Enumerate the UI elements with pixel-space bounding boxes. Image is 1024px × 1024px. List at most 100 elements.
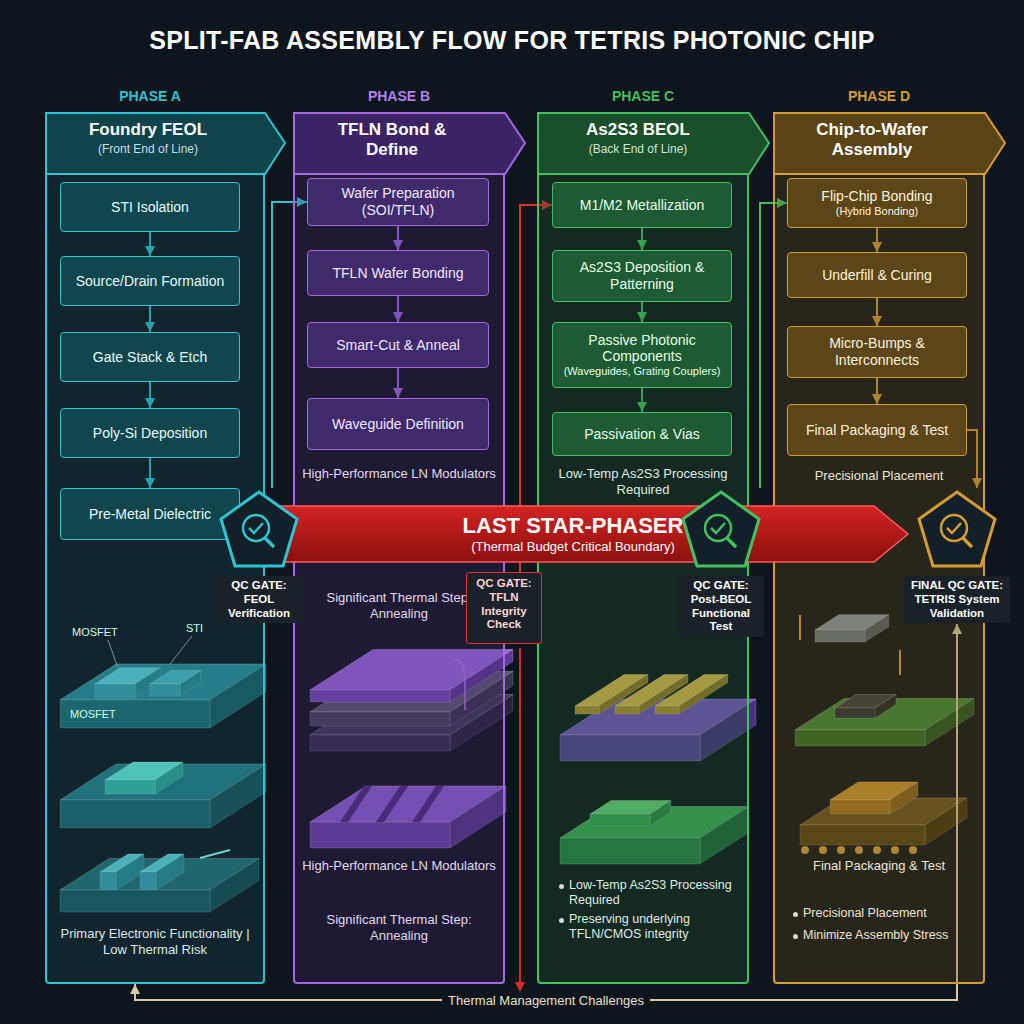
box-content: Passivation & Vias — [559, 426, 725, 443]
gate-label: FINAL QC GATE: TETRIS System Validation — [904, 576, 1010, 623]
phase-heading: Foundry FEOL — [58, 120, 238, 140]
qc-gate: QC GATE: Post-BEOL Functional Test — [678, 488, 764, 638]
phase-note: Final Packaging & Test — [779, 858, 979, 874]
phase-heading: TFLN Bond & Define — [312, 120, 472, 161]
box-content: Passive Photonic Components(Waveguides, … — [559, 332, 725, 379]
process-box: Passive Photonic Components(Waveguides, … — [552, 322, 732, 388]
phase-note: Precisional Placement — [779, 468, 979, 484]
phase-note: Significant Thermal Step: Annealing — [299, 912, 499, 943]
step-label: Waveguide Definition — [332, 416, 464, 433]
phase-note: Minimize Assembly Stress — [791, 928, 989, 943]
step-label: As2S3 Deposition & Patterning — [559, 259, 725, 293]
process-box: Micro-Bumps & Interconnects — [787, 326, 967, 378]
part-label: MOSFET — [72, 626, 118, 638]
process-box: Smart-Cut & Anneal — [307, 322, 489, 368]
box-content: Underfill & Curing — [794, 267, 960, 284]
magnifier-handle — [963, 538, 972, 547]
qc-gate: QC GATE: FEOL Verification — [214, 488, 304, 624]
band-content: LAST STAR-PHASER(Thermal Budget Critical… — [268, 502, 908, 566]
gate-label: QC GATE: Post-BEOL Functional Test — [678, 576, 764, 637]
box-content: Pre-Metal Dielectric — [67, 506, 233, 523]
process-box: Wafer Preparation (SOI/TFLN) — [307, 178, 489, 226]
phase-label: PHASE B — [299, 88, 499, 105]
boundary-drop-head — [515, 982, 525, 992]
step-label: Micro-Bumps & Interconnects — [794, 335, 960, 369]
phase-label: PHASE D — [779, 88, 979, 105]
phase-note: High-Performance LN Modulators — [299, 466, 499, 482]
box-content: Flip-Chip Bonding(Hybrid Bonding) — [794, 188, 960, 218]
step-label: STI Isolation — [111, 199, 189, 216]
pentagon-outline — [683, 492, 759, 566]
phase-heading: As2S3 BEOL — [553, 120, 723, 140]
gate-label: QC GATE: TFLN Integrity Check — [471, 577, 537, 632]
phase-heading: Chip-to-Wafer Assembly — [792, 120, 952, 161]
band-title: LAST STAR-PHASER — [463, 513, 684, 539]
step-sublabel: (Hybrid Bonding) — [836, 205, 919, 218]
boundary-drop-line — [519, 648, 521, 990]
process-box: STI Isolation — [60, 182, 240, 232]
phase-label: PHASE C — [543, 88, 743, 105]
process-box: Passivation & Vias — [552, 412, 732, 456]
pentagon-outline — [221, 492, 297, 566]
step-label: Source/Drain Formation — [76, 273, 225, 290]
process-box: Underfill & Curing — [787, 252, 967, 298]
process-box: As2S3 Deposition & Patterning — [552, 250, 732, 302]
part-label: STI — [186, 622, 203, 634]
phase-note: Precisional Placement — [791, 906, 989, 921]
box-content: Micro-Bumps & Interconnects — [794, 335, 960, 369]
process-box: Gate Stack & Etch — [60, 332, 240, 382]
diagram-title: SPLIT-FAB ASSEMBLY FLOW FOR TETRIS PHOTO… — [0, 26, 1024, 55]
phase-note: High-Performance LN Modulators — [299, 858, 499, 874]
step-label: M1/M2 Metallization — [580, 197, 705, 214]
part-label: MOSFET — [70, 708, 116, 720]
step-label: Underfill & Curing — [822, 267, 932, 284]
magnifier-lens — [243, 515, 269, 541]
box-content: Wafer Preparation (SOI/TFLN) — [314, 185, 482, 219]
step-label: Wafer Preparation (SOI/TFLN) — [314, 185, 482, 219]
step-label: Passive Photonic Components — [559, 332, 725, 366]
box-content: Waveguide Definition — [314, 416, 482, 433]
box-content: STI Isolation — [67, 199, 233, 216]
panel-header-chevron — [46, 113, 285, 174]
box-content: Gate Stack & Etch — [67, 349, 233, 366]
step-label: Poly-Si Deposition — [93, 425, 207, 442]
box-content: As2S3 Deposition & Patterning — [559, 259, 725, 293]
pentagon-outline — [919, 492, 995, 566]
boundary-band: LAST STAR-PHASER(Thermal Budget Critical… — [268, 502, 908, 566]
step-label: Final Packaging & Test — [806, 422, 948, 439]
process-box: Waveguide Definition — [307, 398, 489, 450]
check-mark — [711, 523, 725, 533]
step-label: Flip-Chip Bonding — [821, 188, 932, 205]
box-content: Source/Drain Formation — [67, 273, 233, 290]
step-label: Gate Stack & Etch — [93, 349, 207, 366]
check-mark — [249, 523, 263, 533]
qc-pentagon — [904, 488, 1010, 572]
panel-header-chevron — [538, 113, 769, 174]
process-box: Pre-Metal Dielectric — [60, 488, 240, 540]
phase-label: PHASE A — [50, 88, 250, 105]
magnifier-lens — [941, 515, 967, 541]
box-content: Poly-Si Deposition — [67, 425, 233, 442]
magnifier-handle — [265, 538, 274, 547]
box-content: Smart-Cut & Anneal — [314, 337, 482, 354]
phase-note: Low-Temp As2S3 Processing Required — [557, 878, 755, 908]
process-box: M1/M2 Metallization — [552, 182, 732, 228]
phase-heading: (Back End of Line) — [553, 142, 723, 156]
phase-note: Primary Electronic Functionality | Low T… — [55, 926, 255, 957]
panel-header-chevron — [294, 113, 525, 174]
gate-label: QC GATE: FEOL Verification — [214, 576, 304, 623]
arrow-head — [130, 984, 140, 994]
process-box: Poly-Si Deposition — [60, 408, 240, 458]
box-content: TFLN Wafer Bonding — [314, 265, 482, 282]
qc-gate: FINAL QC GATE: TETRIS System Validation — [904, 488, 1010, 624]
step-sublabel: (Waveguides, Grating Couplers) — [564, 365, 721, 378]
step-label: Pre-Metal Dielectric — [89, 506, 211, 523]
process-box: Flip-Chip Bonding(Hybrid Bonding) — [787, 178, 967, 228]
band-shape — [268, 506, 908, 562]
check-mark — [947, 523, 961, 533]
phase-note: Low-Temp As2S3 Processing Required — [543, 466, 743, 497]
magnifier-lens — [705, 515, 731, 541]
step-label: Smart-Cut & Anneal — [336, 337, 460, 354]
